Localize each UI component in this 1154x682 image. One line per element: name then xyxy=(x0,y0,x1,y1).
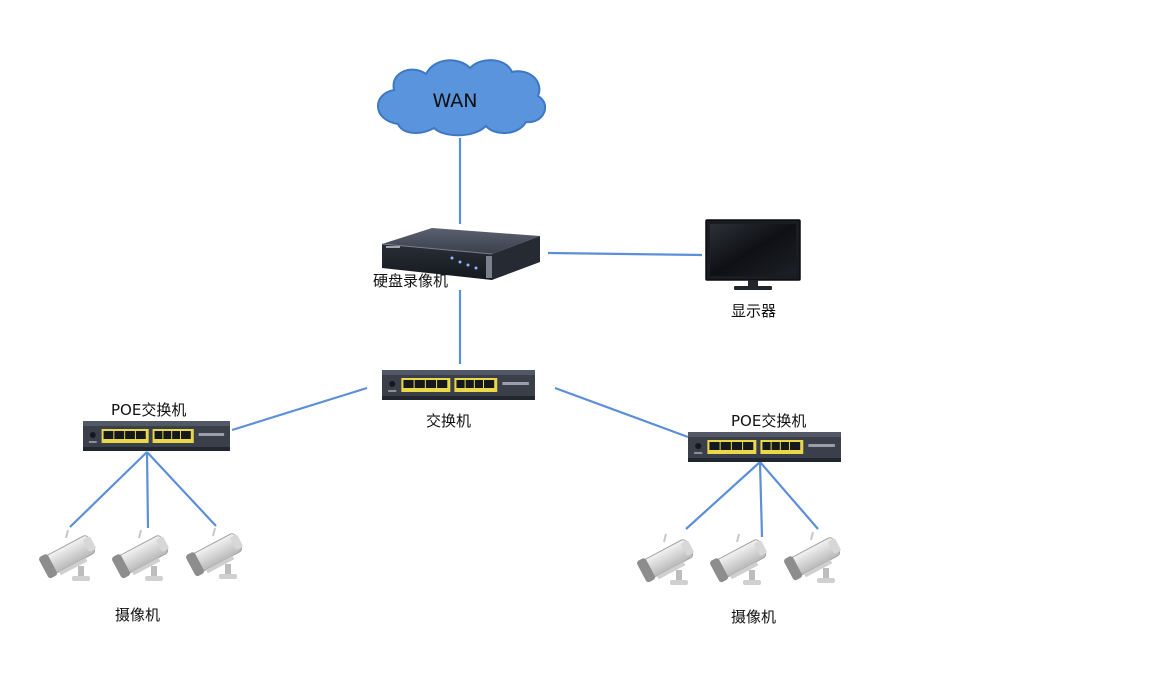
camera-left-3-icon xyxy=(184,527,248,580)
link-nvr-monitor xyxy=(547,251,703,257)
nvr-label: 硬盘录像机 xyxy=(373,272,449,290)
poe-switch-right-label: POE交换机 xyxy=(731,412,807,430)
monitor-icon xyxy=(705,219,801,290)
camera-left-2-icon xyxy=(110,529,174,582)
camera-left-1-icon xyxy=(37,529,101,582)
core-switch-label: 交换机 xyxy=(426,412,472,430)
link-poe-left-cam2 xyxy=(145,451,150,529)
link-poe-right-cam2 xyxy=(758,461,764,538)
camera-right-2-icon xyxy=(708,533,772,586)
link-poe-right-cam1 xyxy=(685,461,761,530)
cameras-right-label: 摄像机 xyxy=(731,608,777,626)
link-poe-left-cam1 xyxy=(69,451,148,528)
nvr-icon xyxy=(381,228,540,280)
camera-right-3-icon xyxy=(782,531,846,584)
cameras-left-label: 摄像机 xyxy=(115,606,161,624)
link-poe-left-cam3 xyxy=(146,451,217,527)
poe-switch-left-label: POE交换机 xyxy=(111,401,187,419)
links xyxy=(69,138,819,538)
camera-right-1-icon xyxy=(635,533,699,586)
link-switch-poe-left xyxy=(231,386,368,432)
poe-switch-left-icon xyxy=(83,421,230,451)
monitor-label: 显示器 xyxy=(731,302,777,320)
link-switch-poe-right xyxy=(554,386,689,439)
wan-label: WAN xyxy=(433,90,478,112)
wan-cloud-icon: WAN xyxy=(377,59,547,137)
link-poe-right-cam3 xyxy=(759,461,819,530)
poe-switch-right-icon xyxy=(688,432,841,462)
core-switch-icon xyxy=(382,370,535,400)
